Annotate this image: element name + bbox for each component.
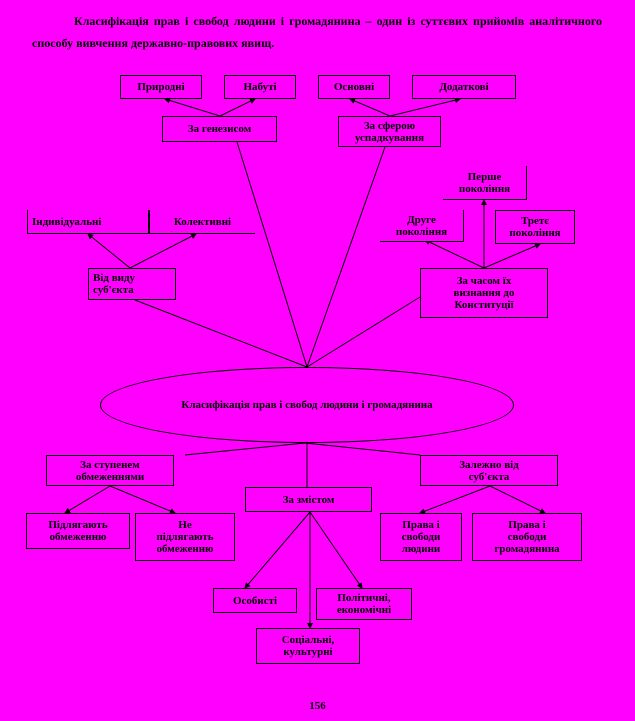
box-prava-lyudyny: Права і свободи людини (380, 513, 462, 561)
box-sotsialni: Соціальні, культурні (256, 628, 360, 664)
box-nabuti: Набуті (224, 75, 296, 99)
box-prava-gromadyanyna: Права і свободи громадянина (472, 513, 582, 561)
box-osobysti: Особисті (213, 588, 297, 613)
box-politychni: Політичні, економічні (316, 588, 412, 620)
box-za-sferoyu: За сферою успадкування (338, 116, 441, 147)
center-oval: Класифікація прав і свобод людини і гром… (100, 367, 514, 443)
intro-paragraph: Класифікація прав і свобод людини і гром… (32, 10, 602, 54)
page-number: 156 (309, 700, 326, 712)
box-tretye-pokolinnya: Третє покоління (495, 210, 575, 244)
box-zalezhno-vid-subyekta: Залежно від суб'єкта (420, 455, 558, 486)
box-dodatkovi: Додаткові (412, 75, 516, 99)
box-indyvidualni: Індивідуальні (27, 210, 149, 234)
box-vid-vydu: Від виду суб'єкта (88, 268, 176, 300)
box-za-genezysom: За генезисом (162, 116, 277, 142)
box-pidlyagayut: Підлягають обмеженню (26, 513, 130, 549)
intro-text: Класифікація прав і свобод людини і гром… (32, 14, 602, 50)
box-ne-pidlyagayut: Не підлягають обмеженню (135, 513, 235, 561)
box-za-zmistom: За змістом (245, 487, 372, 512)
box-pershe-pokolinnya: Перше покоління (443, 166, 527, 200)
box-druge-pokolinnya: Друге покоління (380, 210, 464, 242)
box-kolektyvni: Колективні (149, 210, 255, 234)
box-pryrodni: Природні (120, 75, 202, 99)
box-osnovni: Основні (318, 75, 390, 99)
box-za-stupenem: За ступенем обмеженнями (46, 455, 174, 486)
box-za-chasom: За часом їх визнання до Конституції (420, 268, 548, 318)
